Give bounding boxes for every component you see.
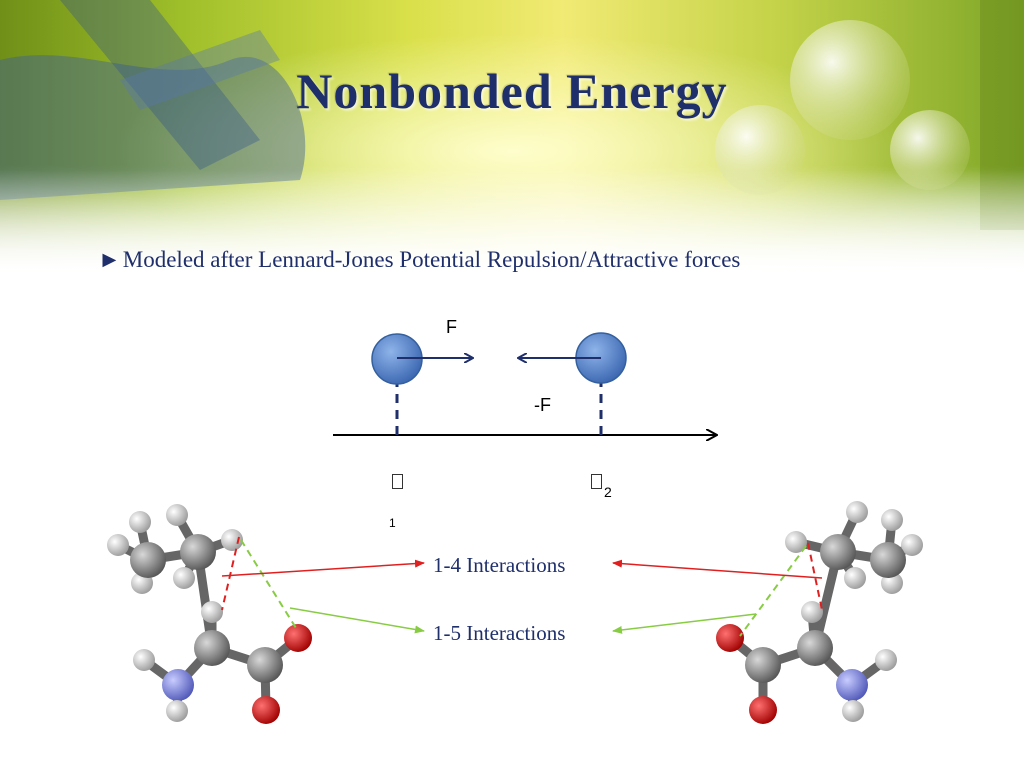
position-2-subscript: 2 <box>604 484 612 500</box>
left-molecule <box>107 504 312 724</box>
position-1-subscript: 1 <box>389 516 396 530</box>
position-2-glyph-icon <box>591 474 602 489</box>
position-1-glyph-icon <box>392 474 403 489</box>
interaction-15-label: 1-5 Interactions <box>433 621 566 645</box>
interaction-14-arrow-left <box>221 559 425 577</box>
interaction-15-arrow-left <box>289 607 425 634</box>
banner-decoration <box>0 0 1024 275</box>
interaction-14-arrow-right <box>612 559 823 579</box>
force-label: F <box>446 317 457 337</box>
reaction-force-label: -F <box>534 395 551 415</box>
bullet-text: Modeled after Lennard-Jones Potential Re… <box>122 247 741 272</box>
bullet-point: ►Modeled after Lennard-Jones Potential R… <box>98 247 740 273</box>
right-molecule <box>716 501 923 724</box>
interaction-14-label: 1-4 Interactions <box>433 553 566 577</box>
bullet-marker-icon: ► <box>98 247 121 272</box>
slide-title: Nonbonded Energy <box>296 63 728 119</box>
interaction-15-arrow-right <box>612 613 757 634</box>
